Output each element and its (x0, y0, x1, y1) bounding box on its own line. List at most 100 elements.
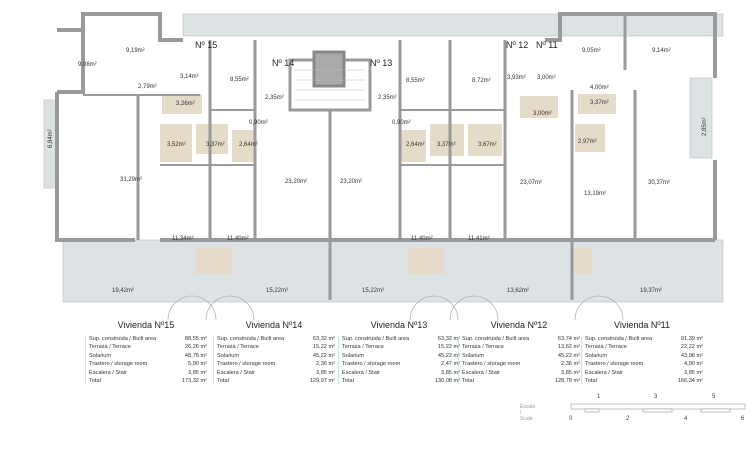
scale-tick: 0 (569, 416, 573, 422)
row-label: Solarium (462, 352, 485, 359)
scale-graphic (570, 403, 746, 413)
table-row: Solarium 48,76 m² (89, 352, 207, 360)
room-area-label: 13,62m² (507, 288, 529, 294)
row-label: Trastero / storage room (585, 361, 644, 368)
row-value: 3,85 m² (316, 369, 335, 376)
row-label: Sup. construida / Built area (462, 336, 530, 342)
row-label: Solarium (89, 352, 112, 359)
row-value: 63,32 m² (312, 336, 335, 342)
row-value: 63,74 m² (557, 336, 580, 342)
room-area-label: 23,20m² (340, 179, 362, 185)
spiral-stairs (167, 295, 624, 320)
row-label: Total (342, 377, 354, 384)
table-row: Solarium 45,22 m² (217, 352, 335, 360)
row-label: Terraza / Terrace (462, 344, 504, 351)
row-label: Trastero / storage room (217, 361, 276, 368)
room-area-label: 2,64m² (239, 142, 258, 148)
row-value: 15,22 m² (437, 344, 460, 351)
row-label: Escalera / Stair (462, 369, 500, 376)
row-value: 63,32 m² (437, 336, 460, 342)
row-label: Trastero / storage room (89, 361, 148, 368)
room-area-label: 6,84m² (48, 129, 54, 148)
room-area-label: 9,05m² (582, 48, 601, 54)
row-value: 22,22 m² (680, 344, 703, 351)
room-area-label: 23,20m² (285, 179, 307, 185)
room-area-label: 11,40m² (411, 236, 433, 242)
unit-number-label: Nº 13 (370, 58, 392, 68)
table-title: Vivienda Nº12 (490, 320, 548, 330)
row-value: 48,76 m² (184, 352, 207, 359)
row-value: 129,97 m² (309, 377, 335, 384)
scale-label: Escala / Scale (520, 404, 536, 422)
row-label: Escalera / Stair (585, 369, 623, 376)
row-label: Solarium (217, 352, 240, 359)
unit-number-label: Nº 11 (536, 40, 558, 50)
room-area-label: 11,41m² (468, 236, 490, 242)
row-value: 3,85 m² (441, 369, 460, 376)
table-row: Trastero / storage room 5,90 m² (89, 360, 207, 368)
room-area-label: 3,00m² (537, 75, 556, 81)
room-area-label: 19,37m² (640, 288, 662, 294)
row-label: Terraza / Terrace (89, 344, 131, 351)
row-value: 5,90 m² (188, 361, 207, 368)
row-value: 91,39 m² (680, 336, 703, 342)
room-area-label: 30,37m² (648, 180, 670, 186)
room-area-label: 15,22m² (362, 288, 384, 294)
row-value: 43,98 m² (680, 352, 703, 359)
row-value: 166,34 m² (677, 377, 703, 384)
table-title: Vivienda Nº14 (245, 320, 303, 330)
stair-lines (295, 69, 365, 101)
row-value: 4,90 m² (684, 361, 703, 368)
unit-number-label: Nº 14 (272, 58, 294, 68)
row-value: 3,85 m² (684, 369, 703, 376)
room-area-label: 9,14m² (652, 48, 671, 54)
wet-rooms (160, 94, 616, 274)
room-area-label: 2,79m² (138, 84, 157, 90)
row-value: 130,08 m² (434, 377, 460, 384)
row-label: Solarium (585, 352, 608, 359)
table-row: Sup. construida / Built area 63,74 m² (462, 335, 580, 343)
row-label: Total (217, 377, 229, 384)
elevator-shaft (312, 50, 346, 88)
unit-number-label: Nº 15 (195, 40, 217, 50)
walls (55, 12, 717, 300)
row-value: 26,26 m² (184, 344, 207, 351)
room-area-label: 2,64m² (406, 142, 425, 148)
scale-tick: 3 (654, 394, 658, 400)
row-label: Total (585, 377, 597, 384)
row-label: Sup. construida / Built area (89, 336, 157, 342)
room-area-label: 9,08m² (78, 62, 97, 68)
room-area-label: 2,97m² (578, 139, 597, 145)
room-area-label: 19,42m² (112, 288, 134, 294)
table-row: Trastero / storage room 4,90 m² (585, 360, 703, 368)
row-label: Escalera / Stair (342, 369, 380, 376)
room-area-label: 3,93m² (507, 75, 526, 81)
room-area-label: 8,55m² (406, 78, 425, 84)
row-value: 3,85 m² (188, 369, 207, 376)
room-area-label: 2,85m² (702, 117, 708, 136)
terraces (43, 13, 724, 303)
table-title: Vivienda Nº11 (614, 320, 670, 330)
row-value: 45,22 m² (312, 352, 335, 359)
room-area-label: 3,52m² (167, 142, 186, 148)
row-label: Trastero / storage room (462, 361, 521, 368)
table-row: Total 130,08 m² (342, 377, 460, 385)
room-area-label: 0,90m² (249, 120, 268, 126)
room-area-label: 8,55m² (230, 77, 249, 83)
row-value: 2,36 m² (316, 361, 335, 368)
row-label: Escalera / Stair (217, 369, 255, 376)
row-value: 15,22 m² (312, 344, 335, 351)
table-row: Terraza / Terrace 15,22 m² (342, 343, 460, 351)
row-label: Terraza / Terrace (342, 344, 384, 351)
